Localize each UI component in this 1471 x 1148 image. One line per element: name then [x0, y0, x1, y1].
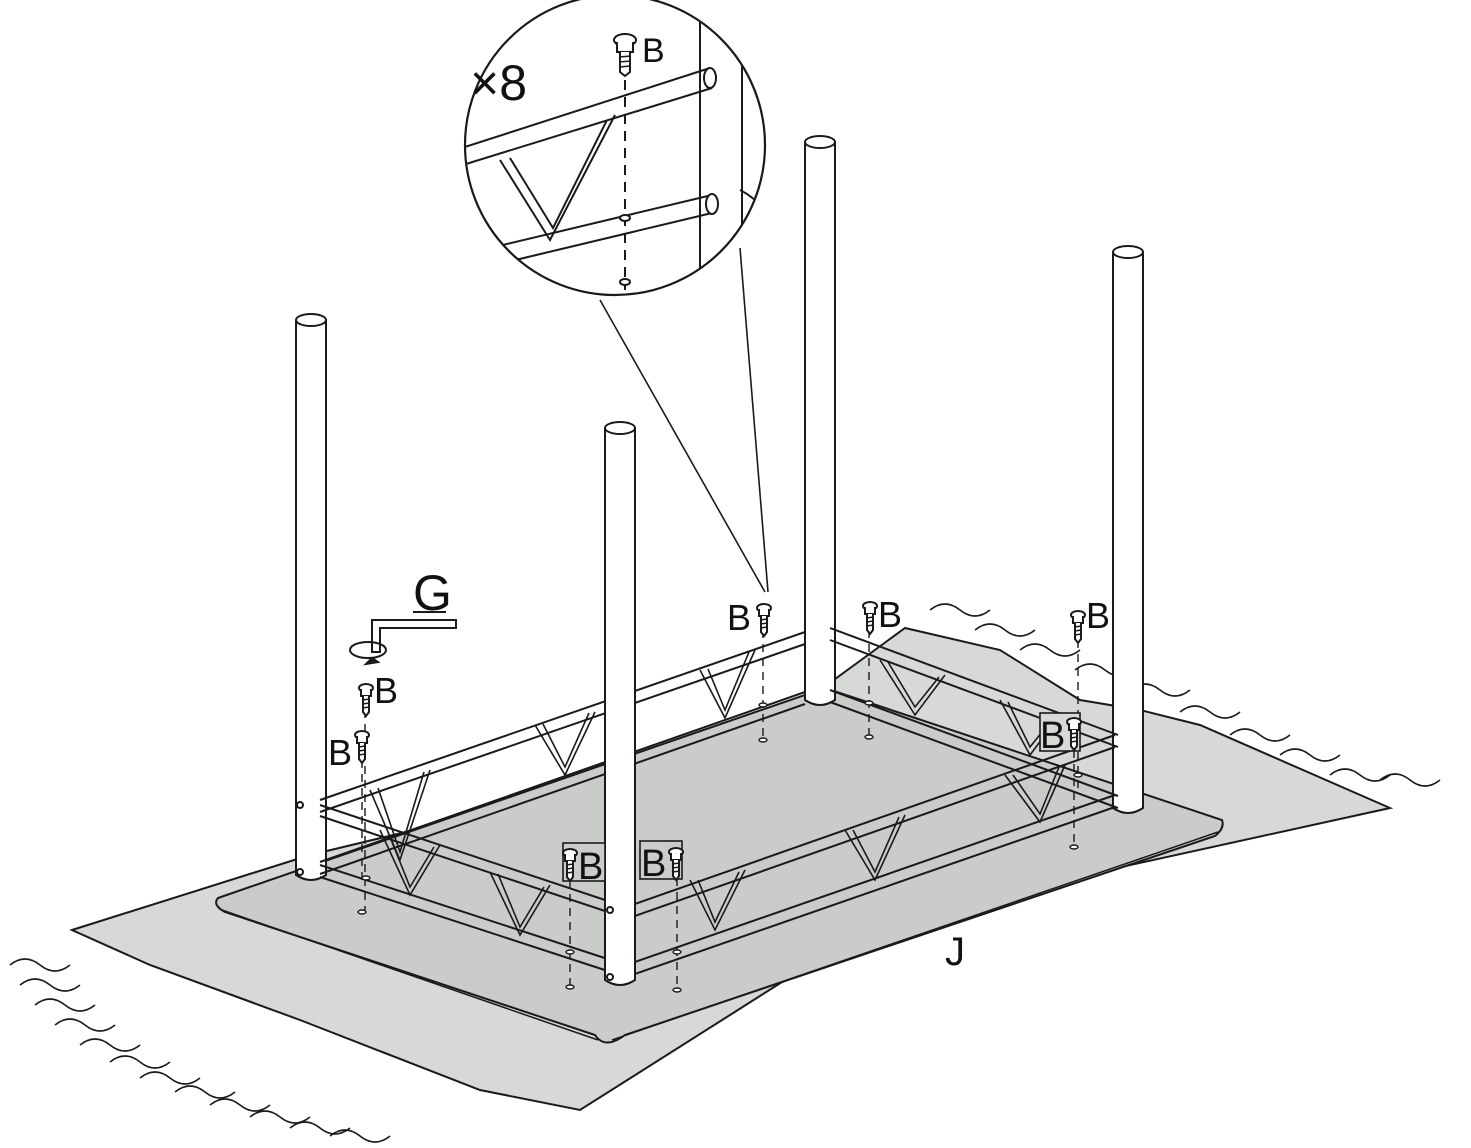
- zoom-screw-label: B: [642, 32, 665, 70]
- screw-label: B: [1086, 595, 1110, 636]
- rotate-arrow-icon: [349, 641, 387, 666]
- screw-b-3: B: [727, 597, 772, 638]
- tabletop-edge: [221, 831, 1219, 1041]
- table-legs: [295, 135, 1144, 881]
- quantity-label: ×8: [470, 55, 527, 111]
- screw-label: B: [328, 732, 352, 773]
- tool-label-g: G: [413, 565, 452, 621]
- screw-b-7-boxed: B: [562, 842, 606, 888]
- screw-b-5: B: [1070, 595, 1110, 644]
- screw-b-6-boxed: B: [1039, 712, 1082, 757]
- mat-label-j: J: [945, 930, 965, 974]
- frame-rails: [319, 627, 1119, 976]
- screw-label: B: [1040, 715, 1065, 757]
- screw-label: B: [727, 597, 751, 638]
- allen-key-icon: [371, 611, 457, 653]
- front-legs: [604, 421, 636, 986]
- screw-b-8-boxed: B: [639, 840, 684, 885]
- leg-back-right: [804, 135, 836, 706]
- screw-b-4: B: [862, 594, 902, 635]
- screw-b-1: B: [358, 670, 398, 717]
- leg-front-left: [604, 421, 636, 986]
- magnifier-callout: B ×8: [463, 0, 769, 593]
- mat-wave-lines-left: [9, 958, 391, 1143]
- screw-holes: [357, 700, 1083, 993]
- leg-back-left: [295, 313, 327, 881]
- screw-label: B: [374, 670, 398, 711]
- screw-b-2: B: [328, 730, 370, 773]
- leg-far-right: [1112, 245, 1144, 814]
- zoom-screw-icon: [613, 33, 637, 78]
- screw-label: B: [641, 843, 666, 885]
- mat-wave-lines-right: [929, 603, 1441, 787]
- truss-braces: [369, 649, 1066, 937]
- screw-label: B: [578, 846, 603, 888]
- tabletop: [215, 686, 1224, 1044]
- screw-label: B: [878, 594, 902, 635]
